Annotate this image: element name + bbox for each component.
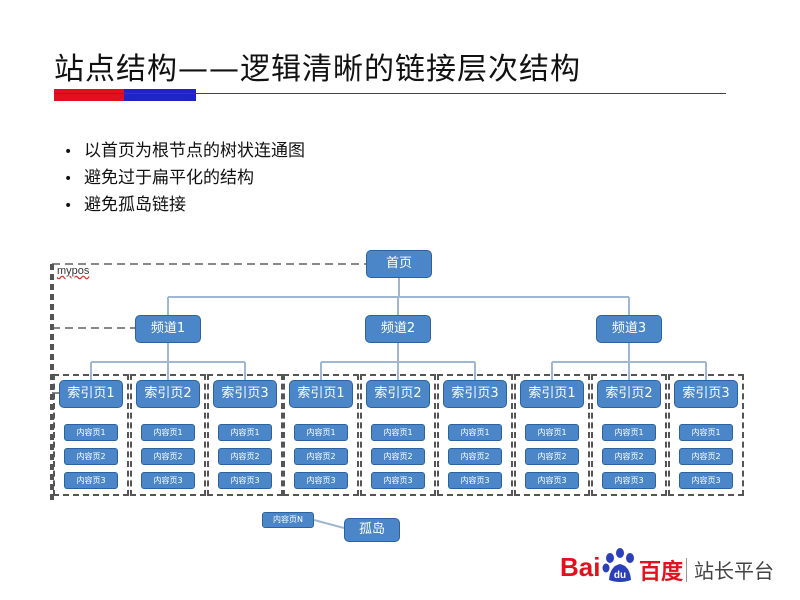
- content-node: 内容页1: [218, 424, 272, 441]
- mypos-label: mypos: [57, 265, 90, 277]
- logo-brand-cn: 百度: [639, 560, 684, 585]
- index-node: 索引页3: [443, 380, 507, 408]
- index-group-box: [437, 374, 513, 496]
- channel-node: 频道3: [596, 315, 662, 343]
- index-group-box: [668, 374, 744, 496]
- mypos-dashed-left-edge: [50, 264, 54, 500]
- index-group-box: [283, 374, 359, 496]
- bullet-item: •避免过于扁平化的结构: [64, 165, 305, 192]
- index-group-box: [53, 374, 129, 496]
- content-node: 内容页1: [64, 424, 118, 441]
- index-node: 索引页1: [289, 380, 353, 408]
- index-node: 索引页3: [213, 380, 277, 408]
- content-node: 内容页2: [218, 448, 272, 465]
- slide-title: 站点结构——逻辑清晰的链接层次结构: [54, 52, 581, 87]
- channel-node: 频道2: [365, 315, 431, 343]
- content-node: 内容页3: [371, 472, 425, 489]
- orphan-content-node: 内容页N: [262, 512, 314, 528]
- content-node: 内容页2: [679, 448, 733, 465]
- logo-paw-du-text: du: [614, 570, 626, 581]
- title-accent-blue-bar: [124, 89, 196, 101]
- content-node: 内容页1: [525, 424, 579, 441]
- content-node: 内容页3: [602, 472, 656, 489]
- logo-brand-latin: Bai: [560, 552, 601, 582]
- content-node: 内容页2: [602, 448, 656, 465]
- content-node: 内容页1: [679, 424, 733, 441]
- title-underline: [54, 93, 726, 94]
- orphan-island-node: 孤岛: [344, 518, 400, 542]
- bullet-list: •以首页为根节点的树状连通图 •避免过于扁平化的结构 •避免孤岛链接: [64, 138, 305, 219]
- content-node: 内容页3: [525, 472, 579, 489]
- content-node: 内容页1: [448, 424, 502, 441]
- bullet-dot-icon: •: [64, 171, 73, 187]
- content-node: 内容页3: [141, 472, 195, 489]
- channel-node: 频道1: [135, 315, 201, 343]
- title-accent-red-bar: [54, 89, 124, 101]
- bullet-item: •以首页为根节点的树状连通图: [64, 138, 305, 165]
- content-node: 内容页2: [64, 448, 118, 465]
- content-node: 内容页1: [602, 424, 656, 441]
- index-group-box: [514, 374, 590, 496]
- index-group-box: [360, 374, 436, 496]
- index-node: 索引页2: [136, 380, 200, 408]
- content-node: 内容页2: [371, 448, 425, 465]
- logo-separator: [686, 558, 687, 582]
- content-node: 内容页2: [141, 448, 195, 465]
- content-node: 内容页2: [448, 448, 502, 465]
- index-node: 索引页3: [674, 380, 738, 408]
- content-node: 内容页3: [448, 472, 502, 489]
- index-node: 索引页2: [366, 380, 430, 408]
- index-group-box: [591, 374, 667, 496]
- content-node: 内容页2: [294, 448, 348, 465]
- content-node: 内容页2: [525, 448, 579, 465]
- index-node: 索引页1: [520, 380, 584, 408]
- bullet-dot-icon: •: [64, 198, 73, 214]
- bullet-item: •避免孤岛链接: [64, 192, 305, 219]
- content-node: 内容页3: [679, 472, 733, 489]
- index-node: 索引页1: [59, 380, 123, 408]
- root-node-home: 首页: [366, 250, 432, 278]
- content-node: 内容页1: [141, 424, 195, 441]
- content-node: 内容页3: [218, 472, 272, 489]
- content-node: 内容页1: [371, 424, 425, 441]
- index-node: 索引页2: [597, 380, 661, 408]
- content-node: 内容页1: [294, 424, 348, 441]
- index-group-box: [130, 374, 206, 496]
- content-node: 内容页3: [294, 472, 348, 489]
- baidu-zhanzhang-logo: Bai du 百度 站长平台: [560, 548, 792, 588]
- bullet-dot-icon: •: [64, 144, 73, 160]
- content-node: 内容页3: [64, 472, 118, 489]
- baidu-paw-icon: du: [602, 548, 634, 582]
- index-group-box: [207, 374, 283, 496]
- logo-product-name: 站长平台: [694, 559, 774, 583]
- connector-orphan: [313, 519, 345, 529]
